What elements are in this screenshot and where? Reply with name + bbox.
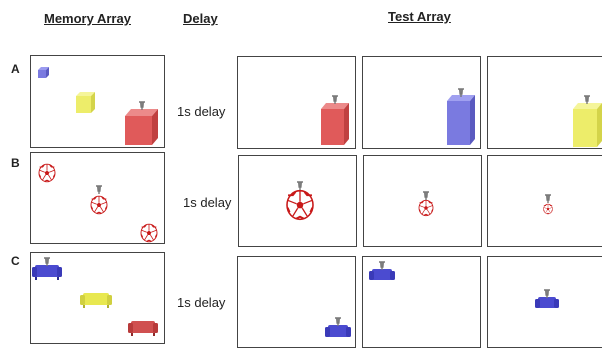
yellow-sofa-icon	[80, 293, 112, 308]
row-label-a: A	[11, 62, 20, 76]
delay-header: Delay	[183, 11, 218, 26]
pin-icon	[95, 185, 103, 195]
test-panel-a1	[237, 56, 356, 149]
memory-array-header: Memory Array	[44, 11, 131, 26]
blue-cube	[38, 67, 49, 78]
row-label-c: C	[11, 254, 20, 268]
pin-icon	[422, 191, 430, 201]
pin-icon	[544, 194, 552, 204]
test-panel-b2	[363, 155, 482, 247]
red-cube	[321, 103, 349, 145]
pin-icon	[138, 101, 146, 111]
yellow-cube	[573, 103, 602, 147]
memory-panel-b	[30, 152, 165, 244]
soccer-ball-icon	[544, 204, 553, 214]
soccer-ball-icon	[141, 224, 157, 242]
memory-panel-a	[30, 55, 165, 148]
red-sofa-icon	[128, 321, 158, 336]
blue-cube	[447, 95, 475, 145]
pin-icon	[378, 261, 386, 271]
test-panel-c3	[487, 256, 602, 348]
yellow-cube	[76, 92, 95, 113]
memory-panel-c	[30, 252, 165, 344]
blue-sofa-icon	[32, 265, 62, 280]
test-panel-c2	[362, 256, 481, 348]
delay-label-a: 1s delay	[177, 104, 226, 119]
test-panel-a3	[487, 56, 602, 149]
delay-label-b: 1s delay	[183, 195, 232, 210]
test-panel-b1	[238, 155, 357, 247]
pin-icon	[543, 289, 551, 299]
pin-icon	[331, 95, 339, 105]
blue-sofa-icon	[535, 297, 559, 308]
test-panel-a2	[362, 56, 481, 149]
blue-sofa-icon	[325, 325, 351, 337]
test-panel-b3	[487, 155, 602, 247]
delay-label-c: 1s delay	[177, 295, 226, 310]
pin-icon	[334, 317, 342, 327]
soccer-ball-icon	[287, 191, 313, 220]
pin-icon	[43, 257, 51, 267]
red-cube	[125, 109, 158, 145]
row-label-b: B	[11, 156, 20, 170]
pin-icon	[583, 95, 591, 105]
soccer-ball-icon	[39, 164, 55, 182]
soccer-ball-icon	[91, 196, 107, 214]
pin-icon	[296, 181, 304, 191]
test-panel-c1	[237, 256, 356, 348]
test-array-header: Test Array	[388, 9, 451, 24]
blue-sofa-icon	[369, 269, 395, 280]
soccer-ball-icon	[419, 200, 433, 215]
